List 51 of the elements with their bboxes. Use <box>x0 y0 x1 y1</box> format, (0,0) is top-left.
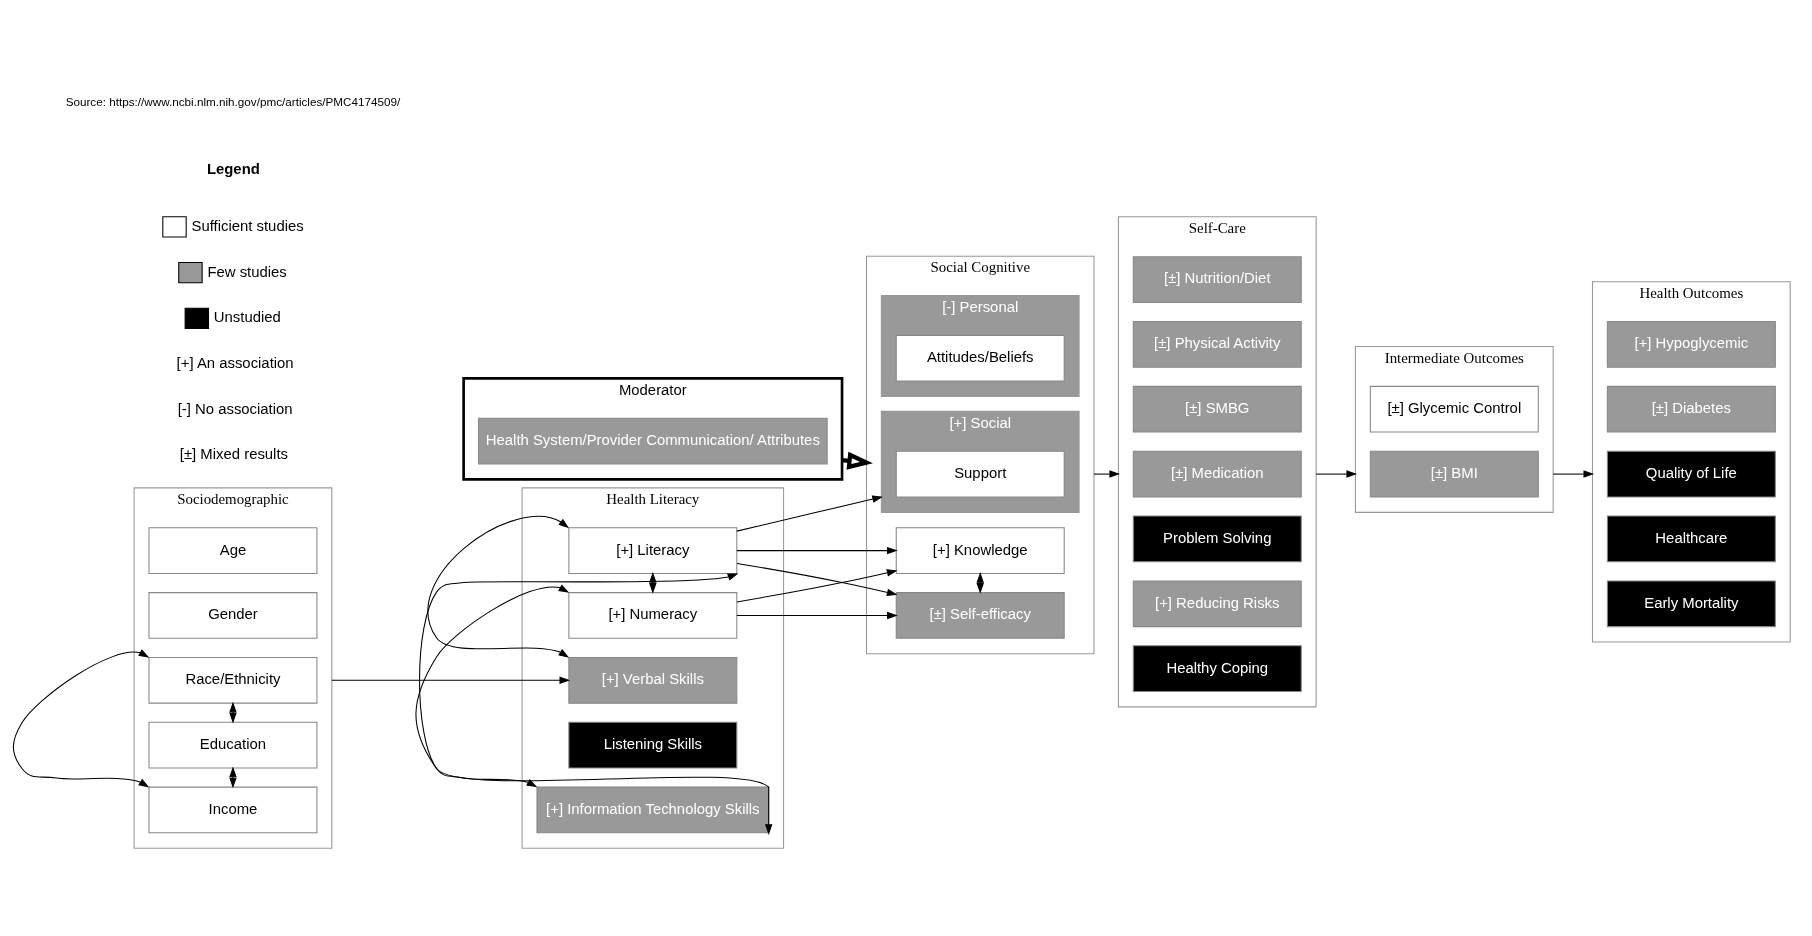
node-box: [±] Glycemic Control <box>1369 385 1539 433</box>
arrow <box>736 546 898 554</box>
node-box: Income <box>148 786 318 833</box>
arrow <box>736 568 898 602</box>
node-box: Healthy Coping <box>1132 644 1302 692</box>
label: Legend <box>206 160 260 177</box>
node-box: Health System/Provider Communication/ Attributes <box>478 417 828 464</box>
node-box: [±] SMBG <box>1132 385 1302 433</box>
arrow <box>1552 469 1595 478</box>
arrow <box>1093 469 1120 478</box>
node-box: [+] Literacy <box>568 526 738 574</box>
label: Source: https://www.ncbi.nlm.nih.gov/pmc/articles/PMC4174509/ <box>65 94 401 108</box>
arrow <box>736 495 883 532</box>
legend-label: [±] Mixed results <box>179 445 288 462</box>
node-box: Race/Ethnicity <box>148 656 318 704</box>
node-box: [+] Information Technology Skills <box>536 786 770 833</box>
arrow <box>229 766 237 788</box>
node-box: Listening Skills <box>568 721 738 768</box>
node-box: [±] Medication <box>1132 450 1302 497</box>
legend-label: Unstudied <box>213 308 281 325</box>
legend-label: Sufficient studies <box>191 217 304 234</box>
node-box: Problem Solving <box>1132 515 1302 562</box>
arrow <box>12 648 150 787</box>
node-box: Gender <box>148 591 318 639</box>
arrow <box>1315 469 1358 478</box>
node-box: Age <box>148 526 318 574</box>
node-box: Support <box>895 450 1065 497</box>
node-box: [±] Diabetes <box>1606 385 1776 433</box>
node-box: [±] Physical Activity <box>1132 320 1302 368</box>
node-box: Early Mortality <box>1606 579 1776 627</box>
node-box: [±] BMI <box>1369 450 1539 497</box>
node-box: Healthcare <box>1606 515 1776 562</box>
node-box: [+] Numeracy <box>568 591 738 639</box>
node-box: Education <box>148 721 318 768</box>
arrow <box>427 515 570 658</box>
node-box: [+] Verbal Skills <box>568 656 738 704</box>
node-box: [+] Hypoglycemic <box>1606 320 1776 368</box>
node-box: Quality of Life <box>1606 450 1776 497</box>
legend-label: [+] An association <box>176 354 294 371</box>
legend-label: Few studies <box>207 263 287 280</box>
node-box: [±] Nutrition/Diet <box>1132 255 1302 303</box>
arrow <box>331 676 571 684</box>
node-box: [±] Self-efficacy <box>895 591 1065 639</box>
node-box: [+] Reducing Risks <box>1132 579 1302 627</box>
node-box: [+] Knowledge <box>895 526 1065 574</box>
arrow <box>419 572 739 787</box>
arrow <box>229 701 237 723</box>
arrow <box>736 562 898 596</box>
node-box: Attitudes/Beliefs <box>895 334 1065 382</box>
legend-label: [-] No association <box>177 400 293 417</box>
arrow <box>736 611 898 619</box>
